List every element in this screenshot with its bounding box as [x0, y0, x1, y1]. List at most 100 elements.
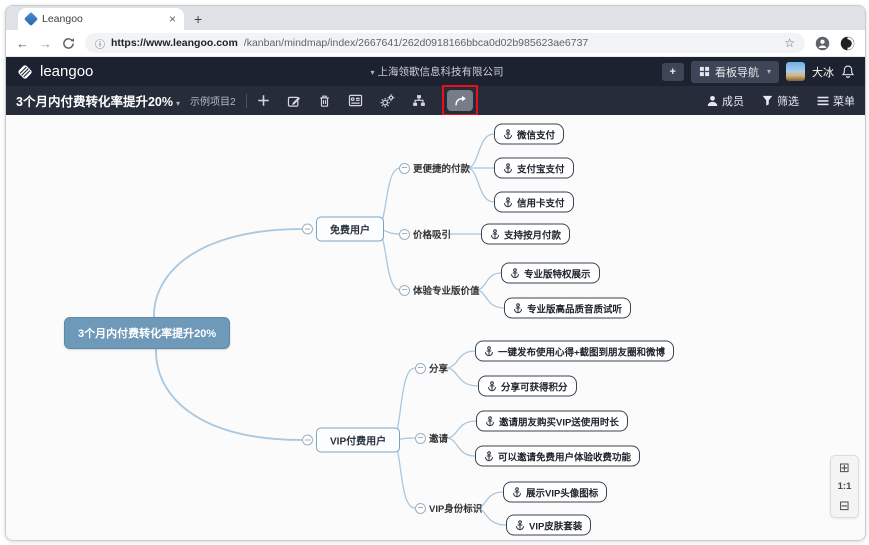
- collapse-minus-icon[interactable]: [399, 162, 410, 174]
- mindmap-leaf-node[interactable]: 分享可获得积分: [478, 375, 577, 397]
- mindmap-leaf-node[interactable]: 展示VIP头像图标: [503, 481, 608, 503]
- zoom-out-button[interactable]: ⊟: [839, 498, 850, 513]
- leaf-label: 信用卡支付: [517, 198, 565, 209]
- forward-icon[interactable]: →: [39, 35, 52, 51]
- browser-profile-icon[interactable]: [815, 36, 830, 51]
- collapse-minus-icon[interactable]: [415, 502, 426, 514]
- anchor-icon: [503, 197, 513, 208]
- info-icon[interactable]: ⓘ: [95, 39, 105, 51]
- anchor-icon: [513, 303, 523, 314]
- settings-button[interactable]: [380, 93, 395, 108]
- add-board-button[interactable]: +: [661, 62, 684, 81]
- subnode-label: 体验专业版价值: [413, 286, 480, 297]
- leaf-label: 微信支付: [517, 130, 556, 141]
- mindmap-leaf-node[interactable]: 邀请朋友购买VIP送使用时长: [476, 410, 628, 432]
- anchor-icon: [485, 416, 495, 427]
- leaf-label: 一键发布使用心得+截图到朋友圈和微博: [498, 347, 666, 358]
- leaf-label: 分享可获得积分: [501, 382, 568, 393]
- leaf-label: 专业版特权展示: [524, 269, 591, 280]
- card-view-button[interactable]: [348, 94, 363, 107]
- subnode-label: 价格吸引: [413, 230, 452, 241]
- subnode-label: VIP身份标识: [429, 504, 483, 515]
- branch-label: 免费用户: [316, 216, 384, 242]
- mindmap-leaf-node[interactable]: 支持按月付款: [481, 223, 571, 245]
- tab-strip: Leangoo × +: [6, 6, 865, 30]
- tab-title: Leangoo: [42, 13, 83, 25]
- mindmap-branch-node[interactable]: 免费用户: [302, 216, 384, 242]
- share-button-wrap: [441, 85, 478, 116]
- mindmap-leaf-node[interactable]: 信用卡支付: [494, 191, 574, 213]
- mindmap-canvas[interactable]: 3个月内付费转化率提升20% 免费用户 VIP付费用户 更便捷的付款 价格吸引 …: [6, 115, 865, 540]
- anchor-icon: [490, 229, 500, 240]
- mindmap-subnode[interactable]: 更便捷的付款: [399, 161, 470, 175]
- mindmap-leaf-node[interactable]: 可以邀请免费用户体验收费功能: [475, 445, 641, 467]
- collapse-minus-icon[interactable]: [415, 362, 426, 374]
- collapse-minus-icon[interactable]: [302, 223, 313, 235]
- dark-circle-icon[interactable]: [840, 36, 855, 51]
- leaf-label: 支付宝支付: [517, 164, 565, 175]
- board-toolbar: 3个月内付费转化率提升20%▾ 示例项目2: [6, 85, 865, 116]
- mindmap-leaf-node[interactable]: 支付宝支付: [494, 157, 574, 179]
- mindmap-leaf-node[interactable]: 专业版高品质音质试听: [504, 297, 632, 319]
- leaf-label: 可以邀请免费用户体验收费功能: [498, 452, 632, 463]
- mindmap-subnode[interactable]: 分享: [415, 361, 448, 375]
- filter-funnel-icon: [762, 95, 773, 106]
- board-nav-button[interactable]: 看板导航▾: [690, 60, 779, 83]
- collapse-minus-icon[interactable]: [399, 228, 410, 240]
- collapse-minus-icon[interactable]: [415, 432, 426, 444]
- card-icon: [348, 94, 362, 107]
- edit-icon: [287, 96, 300, 107]
- url-path: /kanban/mindmap/index/2667641/262d091816…: [243, 37, 589, 49]
- edit-button[interactable]: [287, 94, 301, 108]
- tree-view-button[interactable]: [412, 94, 426, 107]
- new-tab-button[interactable]: +: [194, 11, 203, 27]
- project-label[interactable]: 示例项目2: [190, 97, 236, 108]
- share-icon: [454, 95, 466, 106]
- collapse-minus-icon[interactable]: [399, 284, 410, 296]
- reload-icon[interactable]: [62, 37, 75, 50]
- mindmap-root-node[interactable]: 3个月内付费转化率提升20%: [64, 317, 231, 349]
- add-node-button[interactable]: [257, 94, 270, 107]
- delete-button[interactable]: [318, 94, 331, 108]
- anchor-icon: [484, 346, 494, 357]
- mindmap-leaf-node[interactable]: 微信支付: [494, 123, 565, 145]
- filter-button[interactable]: 筛选: [762, 93, 799, 109]
- mindmap-connectors: [153, 133, 507, 526]
- plus-icon: [257, 95, 269, 106]
- caret-down-icon[interactable]: ▾: [370, 68, 375, 77]
- mindmap-subnode[interactable]: 体验专业版价值: [399, 283, 480, 297]
- leaf-label: 专业版高品质音质试听: [527, 304, 623, 315]
- mindmap-subnode[interactable]: 邀请: [415, 431, 448, 445]
- leangoo-logo[interactable]: leangoo: [16, 63, 93, 81]
- zoom-in-button[interactable]: ⊞: [839, 460, 850, 475]
- mindmap-leaf-node[interactable]: VIP皮肤套装: [506, 514, 592, 536]
- browser-tab[interactable]: Leangoo ×: [18, 8, 184, 30]
- mindmap-branch-node[interactable]: VIP付费用户: [302, 427, 401, 453]
- menu-button[interactable]: 菜单: [817, 93, 855, 109]
- share-button[interactable]: [446, 90, 473, 111]
- collapse-minus-icon[interactable]: [302, 434, 313, 446]
- browser-window: Leangoo × + ← → ⓘ https://www.leangoo.co…: [5, 5, 866, 541]
- mindmap-subnode[interactable]: VIP身份标识: [415, 501, 482, 515]
- bookmark-star-icon[interactable]: ☆: [784, 36, 795, 50]
- mindmap-subnode[interactable]: 价格吸引: [399, 227, 451, 241]
- app-header: ▾ 上海领歌信息科技有限公司 leangoo + 看板导航▾: [6, 57, 865, 86]
- leangoo-logo-icon: [18, 64, 32, 79]
- leaf-label: VIP皮肤套装: [529, 521, 583, 532]
- hamburger-menu-icon: [817, 96, 829, 105]
- close-tab-icon[interactable]: ×: [168, 12, 176, 26]
- leangoo-favicon-icon: [23, 11, 39, 27]
- mindmap-leaf-node[interactable]: 一键发布使用心得+截图到朋友圈和微博: [475, 340, 675, 362]
- anchor-icon: [503, 163, 513, 174]
- zoom-control-panel: ⊞ 1:1 ⊟: [830, 455, 859, 518]
- user-name[interactable]: 大冰: [812, 66, 834, 79]
- back-icon[interactable]: ←: [16, 35, 29, 51]
- user-avatar[interactable]: [786, 62, 805, 81]
- url-input[interactable]: ⓘ https://www.leangoo.com /kanban/mindma…: [85, 33, 805, 53]
- board-title[interactable]: 3个月内付费转化率提升20%▾: [16, 95, 180, 109]
- members-button[interactable]: 成员: [707, 93, 744, 109]
- zoom-reset-button[interactable]: 1:1: [837, 481, 852, 492]
- bell-icon[interactable]: [841, 64, 855, 79]
- mindmap-leaf-node[interactable]: 专业版特权展示: [501, 262, 600, 284]
- url-domain: https://www.leangoo.com: [111, 37, 238, 49]
